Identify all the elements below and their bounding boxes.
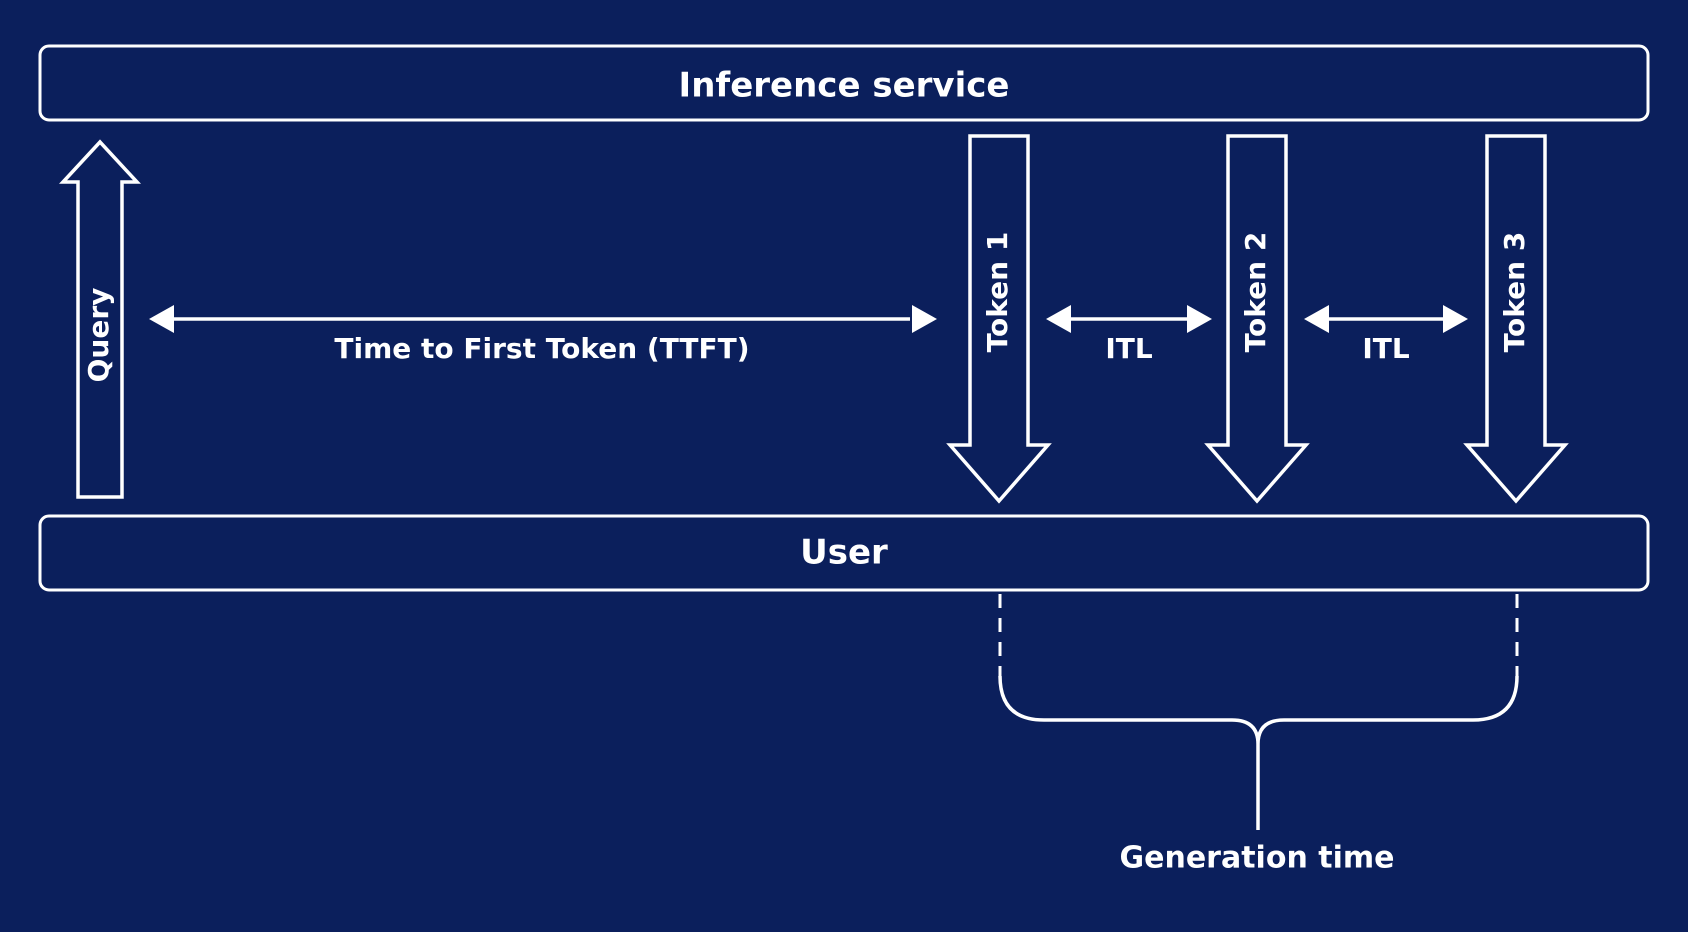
ttft-arrow: Time to First Token (TTFT) [149,305,937,365]
query-label: Query [82,288,115,383]
token-3-arrow: Token 3 [1463,134,1569,504]
itl-arrow-2: ITL [1304,305,1468,365]
ttft-arrow-head-left [149,305,174,333]
user-frame [38,514,1650,592]
query-arrow-shape [58,139,142,499]
user-box: User [38,514,1650,592]
token-2-arrow: Token 2 [1204,134,1310,504]
inference-service-frame [38,44,1650,122]
itl-arrow-2-head-right [1443,305,1468,333]
inference-service-label: Inference service [679,66,1010,106]
token-1-label: Token 1 [981,232,1014,353]
token-1-arrow: Token 1 [946,134,1052,504]
user-label: User [800,533,888,573]
token-2-label: Token 2 [1239,232,1272,353]
ttft-label: Time to First Token (TTFT) [334,332,749,365]
itl-arrow-1-head-left [1046,305,1071,333]
token-1-arrow-shape [946,134,1052,504]
ttft-arrow-head-right [912,305,937,333]
generation-time-brace: Generation time [998,594,1519,876]
inference-service-box: Inference service [38,44,1650,122]
itl-label-2: ITL [1362,332,1410,365]
itl-arrow-1: ITL [1046,305,1212,365]
token-3-label: Token 3 [1498,232,1531,353]
generation-time-label: Generation time [1120,841,1395,876]
token-2-arrow-shape [1204,134,1310,504]
token-3-arrow-shape [1463,134,1569,504]
query-arrow: Query [58,139,142,499]
itl-label-1: ITL [1105,332,1153,365]
itl-arrow-2-head-left [1304,305,1329,333]
itl-arrow-1-head-right [1187,305,1212,333]
